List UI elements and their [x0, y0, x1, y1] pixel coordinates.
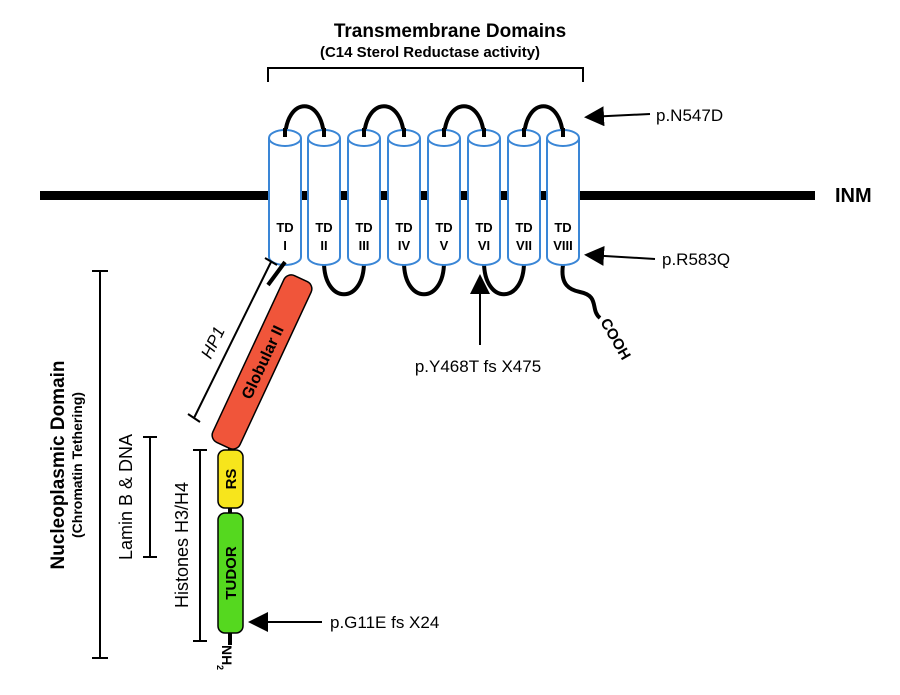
- globular-ii-domain: Globular II: [211, 274, 313, 450]
- td-cylinder: TD III: [347, 128, 381, 266]
- nucleoplasmic-title: Nucleoplasmic Domain: [48, 360, 69, 569]
- extra-loop: [283, 104, 326, 141]
- td-numeral: V: [440, 238, 449, 253]
- extra-loop: [442, 104, 486, 141]
- mutation-g11e: p.G11E fs X24: [330, 613, 439, 632]
- td-label: TD: [515, 220, 532, 235]
- td-cylinder: TD IV: [387, 128, 421, 266]
- td-label: TD: [554, 220, 571, 235]
- td-cylinder: TD VII: [507, 128, 541, 266]
- lamin-label: Lamin B & DNA: [116, 434, 136, 560]
- membrane-label: INM: [835, 185, 872, 207]
- lamin-bracket: [143, 436, 157, 558]
- td-cylinder: TD VI: [467, 128, 501, 266]
- td-label: TD: [395, 220, 412, 235]
- tudor-domain: TUDOR: [217, 512, 244, 634]
- nucleoplasmic-subtitle: (Chromatin Tethering): [69, 392, 85, 538]
- td-numeral: VII: [516, 238, 532, 253]
- td-numeral: III: [359, 238, 370, 253]
- tm-bracket: [267, 67, 584, 82]
- cooh-label: COOH: [597, 316, 634, 363]
- extra-loop: [522, 104, 565, 141]
- td-label: TD: [276, 220, 293, 235]
- nucleoplasmic-bracket: [92, 270, 108, 659]
- td-numeral: VIII: [553, 238, 573, 253]
- intra-loop: [402, 261, 446, 297]
- title: Transmembrane Domains: [334, 21, 566, 42]
- td-cylinder: TD V: [427, 128, 461, 266]
- histones-label: Histones H3/H4: [172, 482, 192, 608]
- extra-loop: [362, 104, 406, 141]
- hp1-bracket: [187, 257, 278, 423]
- arrow-r583q: [584, 245, 656, 266]
- mutation-r583q: p.R583Q: [662, 250, 730, 269]
- nh2-label: NH 2: [215, 645, 235, 670]
- mutation-n547d: p.N547D: [656, 106, 723, 125]
- c-terminal-tail: [560, 264, 602, 320]
- mutation-y468t: p.Y468T fs X475: [415, 357, 541, 376]
- td-cylinder: TD I: [268, 128, 302, 266]
- td-label: TD: [355, 220, 372, 235]
- rs-domain: RS: [217, 449, 244, 509]
- td-label: TD: [315, 220, 332, 235]
- td-cylinder: TD II: [307, 128, 341, 266]
- arrow-n547d: [584, 106, 651, 127]
- td-numeral: II: [320, 238, 327, 253]
- svg-text:2: 2: [215, 665, 225, 670]
- intra-loop: [322, 261, 366, 297]
- svg-text:NH: NH: [219, 645, 235, 665]
- td-label: TD: [475, 220, 492, 235]
- histones-bracket: [193, 449, 207, 642]
- td-numeral: I: [283, 238, 287, 253]
- td-numeral: VI: [478, 238, 490, 253]
- transmembrane-domains: TD I TD II TD III TD IV TD V TD VI TD VII TD VIII: [268, 128, 580, 266]
- subtitle: (C14 Sterol Reductase activity): [320, 44, 540, 61]
- intra-loop: [482, 261, 526, 297]
- svg-text:RS: RS: [223, 469, 240, 490]
- linker: [266, 260, 287, 287]
- td-numeral: IV: [398, 238, 411, 253]
- td-label: TD: [435, 220, 452, 235]
- svg-text:TUDOR: TUDOR: [223, 546, 240, 599]
- td-cylinder: TD VIII: [546, 128, 580, 266]
